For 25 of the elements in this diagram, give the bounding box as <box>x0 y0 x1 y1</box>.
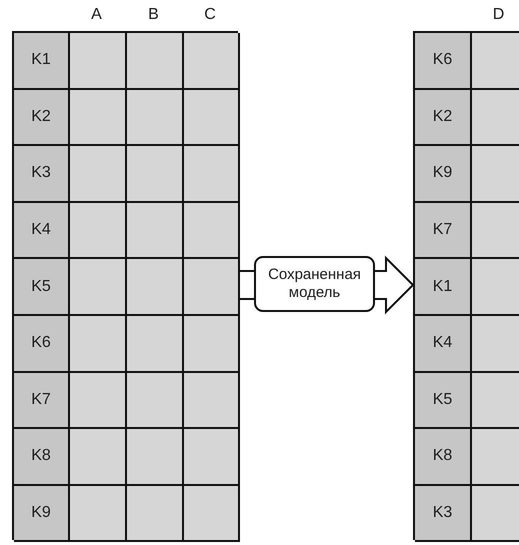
row-key-cell: K6 <box>415 33 472 90</box>
row-key-cell: K3 <box>415 486 472 542</box>
row-key-cell: K2 <box>14 90 70 146</box>
row-key-cell: K5 <box>415 372 472 430</box>
table <box>12 31 238 540</box>
row-key-cell: K9 <box>415 146 472 203</box>
column-header: A <box>91 6 102 24</box>
row-key-cell: K4 <box>14 202 70 260</box>
row-key-cell: K1 <box>14 33 70 90</box>
row-key-cell: K6 <box>14 316 70 373</box>
row-key-cell: K7 <box>14 372 70 430</box>
column-header: B <box>148 6 159 24</box>
row-key-cell: K8 <box>14 429 70 486</box>
row-key-cell: K4 <box>415 316 472 373</box>
row-key-cell: K5 <box>14 259 70 316</box>
edge-label: Сохраненная модель <box>254 256 375 312</box>
row-key-cell: K9 <box>14 486 70 542</box>
table <box>413 31 519 540</box>
column-header: C <box>204 6 216 24</box>
row-key-cell: K7 <box>415 202 472 260</box>
row-key-cell: K2 <box>415 90 472 146</box>
row-key-cell: K8 <box>415 429 472 486</box>
row-key-cell: K3 <box>14 146 70 203</box>
row-key-cell: K1 <box>415 259 472 316</box>
column-header: D <box>492 6 504 24</box>
